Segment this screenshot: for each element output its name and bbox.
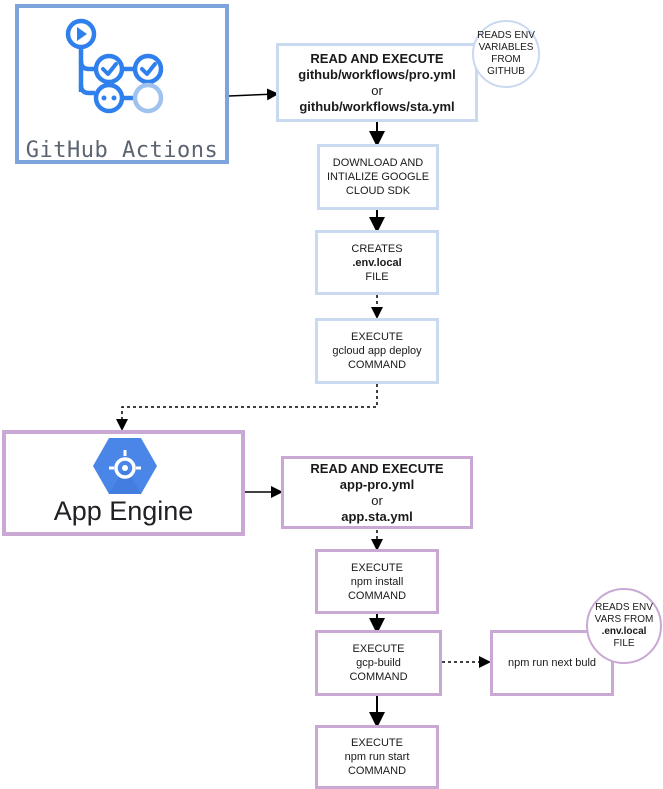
reads-env-github-note: READS ENV VARIABLES FROM GITHUB [472, 20, 540, 88]
command-text: npm run next buld [507, 657, 597, 669]
note-line: READS ENV [477, 30, 535, 41]
step-heading: READ AND EXECUTE [310, 460, 444, 476]
read-execute-workflows-box: READ AND EXECUTE github/workflows/pro.ym… [276, 43, 478, 122]
read-execute-app-yml-box: READ AND EXECUTE app-pro.yml or app.sta.… [281, 456, 473, 529]
github-actions-box: GitHub Actions [15, 4, 229, 164]
step-line: EXECUTE [352, 643, 405, 655]
note-line: VARS FROM [594, 614, 654, 625]
workflow-sta-file: github/workflows/sta.yml [299, 98, 455, 114]
step-line: COMMAND [347, 765, 407, 777]
step-line: FILE [365, 270, 389, 283]
command-text: gcp-build [356, 657, 401, 669]
arrow-gcloud-to-appengine [116, 384, 378, 431]
gcp-build-box: EXECUTE gcp-build COMMAND [315, 630, 442, 696]
creates-env-box: CREATES .env.local FILE [315, 230, 439, 295]
step-line: EXECUTE [351, 331, 403, 343]
step-line: DOWNLOAD AND [332, 157, 424, 169]
app-engine-box: App Engine [2, 430, 245, 536]
note-line: READS ENV [595, 602, 653, 613]
npm-start-box: EXECUTE npm run start COMMAND [315, 725, 439, 789]
note-line: FROM GITHUB [487, 54, 525, 77]
app-sta-file: app.sta.yml [341, 508, 413, 524]
step-line: EXECUTE [351, 737, 403, 749]
step-line: CLOUD SDK [345, 185, 411, 197]
gcloud-deploy-box: EXECUTE gcloud app deploy COMMAND [315, 318, 439, 384]
app-engine-hexagon-icon [93, 438, 157, 494]
download-sdk-box: DOWNLOAD AND INTIALIZE GOOGLE CLOUD SDK [317, 144, 439, 210]
env-file-name: .env.local [601, 626, 647, 637]
reads-env-local-note: READS ENV VARS FROM .env.local FILE [586, 588, 662, 664]
command-text: npm run start [344, 751, 410, 763]
env-file-name: .env.local [352, 256, 402, 269]
step-heading: READ AND EXECUTE [310, 50, 444, 66]
app-pro-file: app-pro.yml [339, 476, 415, 492]
arrow-gha-to-read [228, 88, 279, 101]
npm-install-box: EXECUTE npm install COMMAND [315, 549, 439, 614]
step-line: COMMAND [347, 589, 407, 602]
app-engine-label: App Engine [53, 496, 194, 526]
github-actions-label: GitHub Actions [25, 138, 219, 163]
github-actions-logo-icon [65, 18, 164, 114]
or-text: or [371, 82, 383, 98]
note-line: FILE [613, 638, 635, 649]
step-line: CREATES [351, 242, 403, 255]
step-line: COMMAND [349, 671, 408, 683]
step-line: INTIALIZE GOOGLE [326, 171, 430, 183]
workflow-pro-file: github/workflows/pro.yml [298, 66, 456, 82]
step-line: EXECUTE [351, 561, 403, 574]
command-text: gcloud app deploy [332, 345, 422, 357]
or-text: or [371, 492, 383, 508]
note-line: VARIABLES [478, 42, 534, 53]
step-line: COMMAND [347, 359, 407, 371]
command-text: npm install [350, 575, 404, 588]
